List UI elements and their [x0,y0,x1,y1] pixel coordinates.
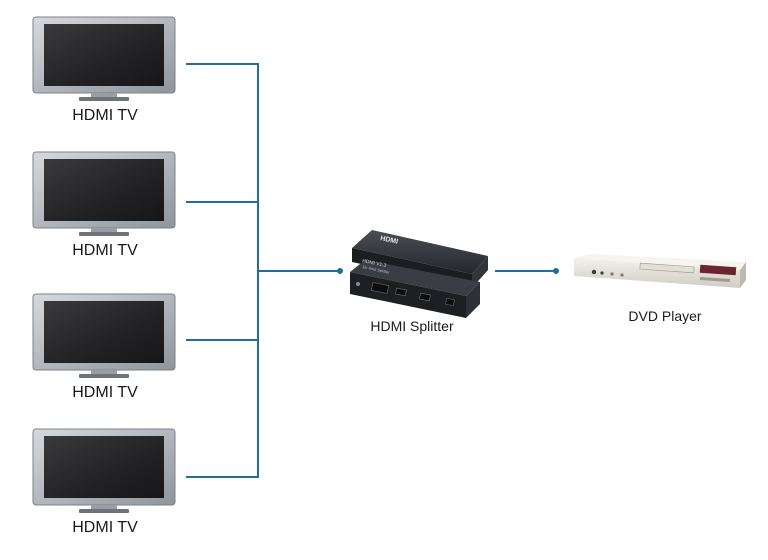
hdmi-splitter [350,230,488,318]
hdmi-tv-2 [32,151,176,236]
dvd-output-dot [553,268,559,274]
splitter-input-dot [337,268,343,274]
splitter-front-text: HDMI V1.3 [362,258,387,269]
connector-lines [186,63,556,478]
dvd-player [574,254,746,288]
tv-label-1: HDMI TV [72,107,138,124]
hdmi-tv-4 [32,428,176,513]
tv-label-4: HDMI TV [72,519,138,536]
hdmi-tv-3 [32,293,176,378]
splitter-logo: HDMI [380,235,399,246]
tv-label-3: HDMI TV [72,384,138,401]
splitter-front-subtext: 1in 4out Splitter [362,264,391,275]
hdmi-tv-1 [32,16,176,101]
tv-label-2: HDMI TV [72,242,138,259]
dvd-player-label: DVD Player [628,308,702,324]
splitter-label: HDMI Splitter [370,318,454,334]
